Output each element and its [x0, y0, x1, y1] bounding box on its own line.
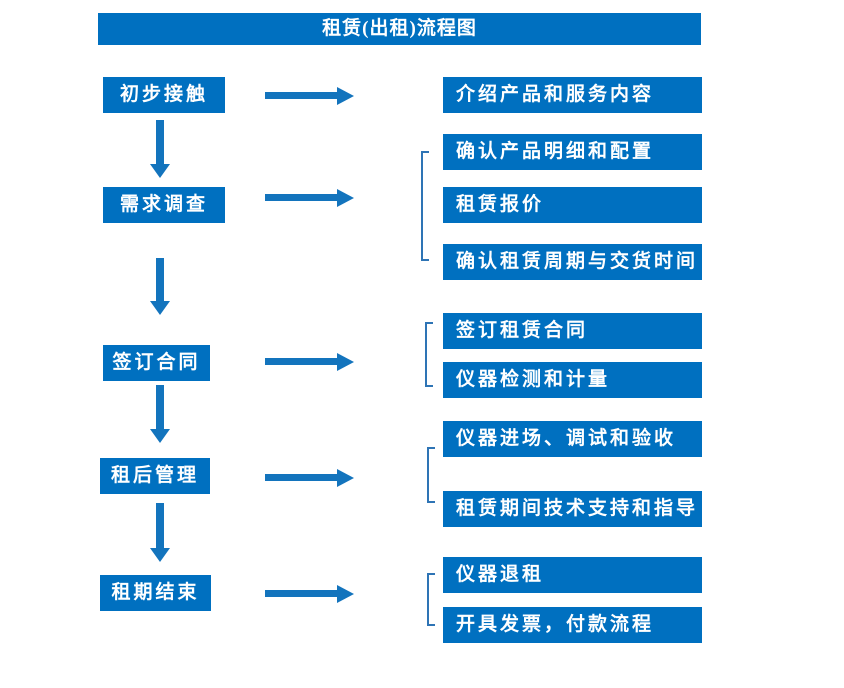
group-bracket-post-rental-management: [427, 447, 435, 503]
detail-box-rental-quote: 租赁报价: [443, 187, 702, 223]
down-arrow-icon: [156, 120, 164, 164]
detail-box-invoice-payment: 开具发票，付款流程: [443, 607, 702, 643]
right-arrow-icon: [265, 590, 337, 597]
step-box-post-rental-management: 租后管理: [100, 458, 210, 494]
group-bracket-demand-survey: [421, 151, 429, 261]
right-arrow-icon: [265, 92, 337, 99]
down-arrow-icon: [156, 385, 164, 429]
right-arrow-icon: [265, 358, 337, 365]
detail-box-confirm-product-details: 确认产品明细和配置: [443, 134, 702, 170]
flowchart-title: 租赁(出租)流程图: [98, 13, 701, 45]
group-bracket-sign-contract: [425, 322, 433, 387]
detail-box-technical-support: 租赁期间技术支持和指导: [443, 491, 702, 527]
right-arrow-icon: [265, 474, 337, 481]
detail-box-instrument-setup-acceptance: 仪器进场、调试和验收: [443, 421, 702, 457]
down-arrow-icon: [156, 503, 164, 548]
step-box-initial-contact: 初步接触: [103, 77, 225, 113]
step-box-rental-end: 租期结束: [100, 575, 211, 611]
step-box-demand-survey: 需求调查: [103, 187, 225, 223]
detail-box-sign-rental-contract: 签订租赁合同: [443, 313, 702, 349]
group-bracket-rental-end: [427, 573, 435, 626]
right-arrow-icon: [265, 194, 337, 201]
detail-box-instrument-return: 仪器退租: [443, 557, 702, 593]
detail-box-introduce-products: 介绍产品和服务内容: [443, 77, 702, 113]
step-box-sign-contract: 签订合同: [103, 345, 210, 381]
down-arrow-icon: [156, 258, 164, 301]
detail-box-instrument-testing: 仪器检测和计量: [443, 362, 702, 398]
detail-box-confirm-rental-period: 确认租赁周期与交货时间: [443, 244, 702, 280]
